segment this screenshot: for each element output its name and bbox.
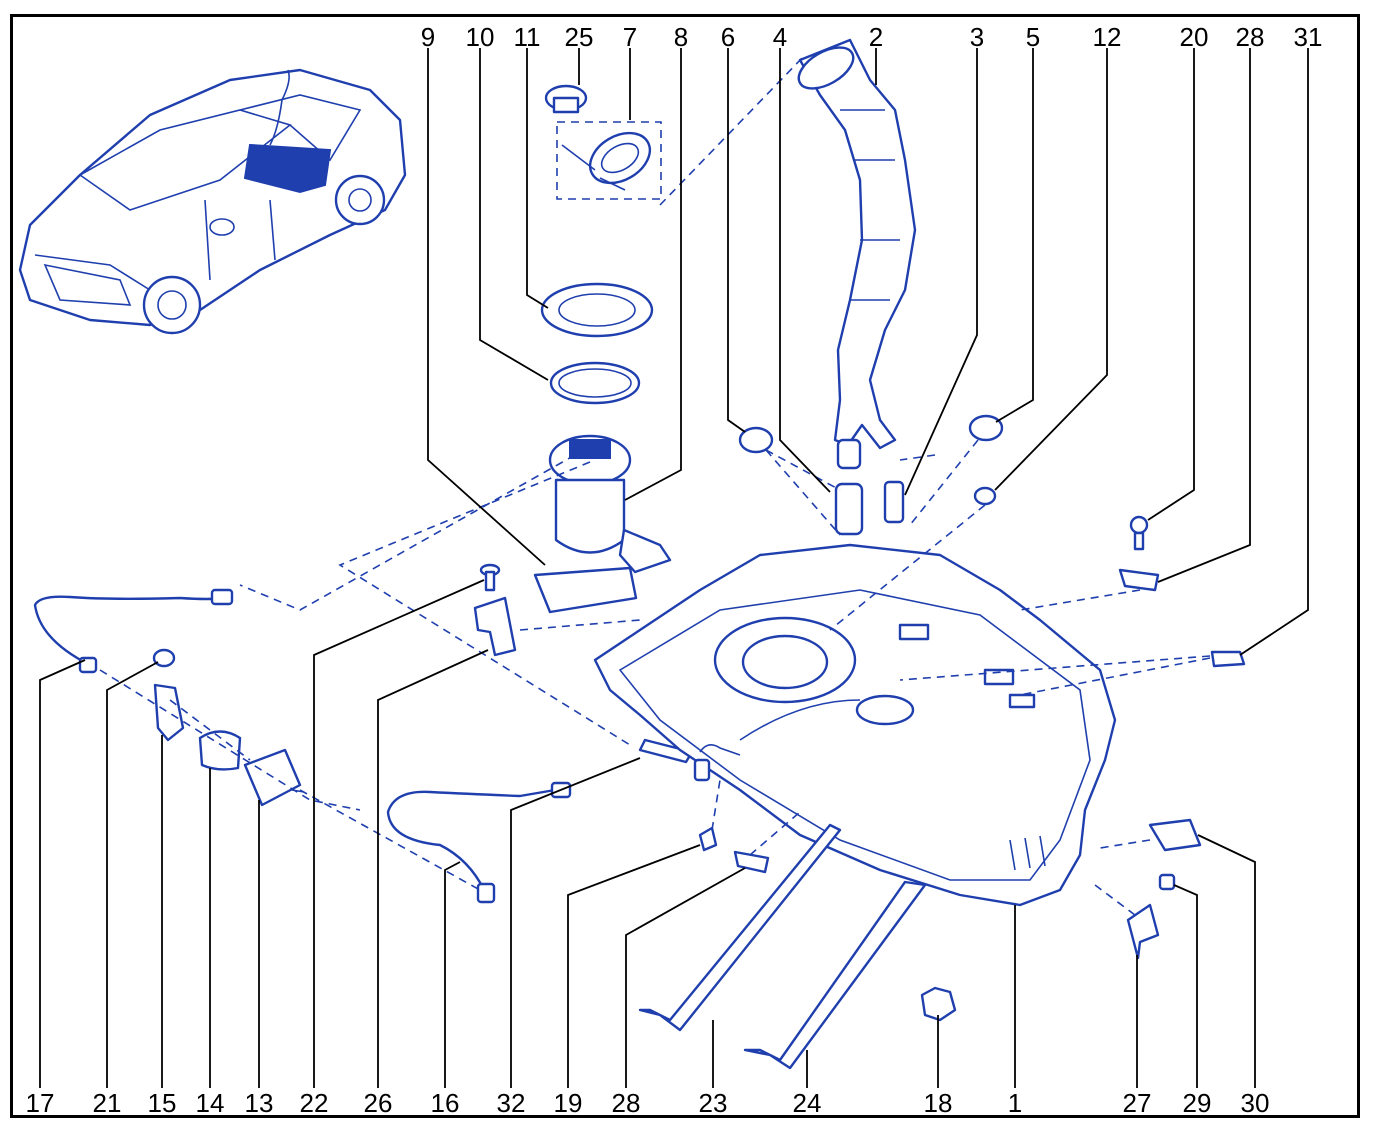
plate-30: [1148, 818, 1202, 852]
strap-24: [743, 880, 927, 1070]
leader-lines-bottom: [39, 579, 1256, 1088]
clip-19: [698, 826, 718, 852]
bracket-26: [473, 596, 517, 657]
gasket-11: [540, 282, 654, 338]
label-29: 29: [1182, 1088, 1212, 1118]
fuel-line-17: [33, 595, 226, 667]
label-16: 16: [430, 1088, 460, 1118]
screw-22: [479, 563, 501, 592]
label-11: 11: [513, 22, 541, 52]
clamp-5: [968, 414, 1004, 442]
leader-lines-top: [427, 48, 1309, 656]
label-21: 21: [92, 1088, 122, 1118]
label-12: 12: [1092, 22, 1122, 52]
clip-14: [198, 730, 242, 771]
hose-4: [834, 482, 864, 536]
seal-ring-10: [549, 361, 641, 405]
pad-31: [1210, 650, 1246, 668]
label-5: 5: [1025, 22, 1041, 52]
label-8: 8: [673, 22, 689, 52]
pump-cover-7: [561, 131, 652, 191]
hose-3: [883, 480, 905, 524]
label-14: 14: [195, 1088, 225, 1118]
clip-28-lower: [733, 850, 770, 874]
fuel-line-16: [386, 788, 556, 893]
label-1: 1: [1007, 1088, 1023, 1118]
label-32: 32: [496, 1088, 526, 1118]
label-30: 30: [1240, 1088, 1270, 1118]
bolt-20: [1129, 515, 1149, 551]
filler-neck-2: [797, 38, 917, 450]
bracket-27: [1126, 903, 1160, 960]
nut-29: [1158, 873, 1176, 891]
assembly-lines: [99, 54, 1211, 916]
grommet-12: [973, 486, 997, 506]
fuel-pump-module-8: [548, 434, 672, 574]
label-7: 7: [622, 22, 638, 52]
holder-15: [153, 683, 185, 742]
neck-outlet: [836, 438, 862, 470]
fuel-tank-1: [593, 543, 1117, 907]
label-3: 3: [969, 22, 985, 52]
filler-cap-25: [544, 84, 588, 114]
fuel-filter-13: [243, 748, 305, 807]
label-15: 15: [147, 1088, 177, 1118]
label-22: 22: [299, 1088, 329, 1118]
label-20: 20: [1179, 22, 1209, 52]
label-24: 24: [792, 1088, 822, 1118]
label-28-bottom: 28: [611, 1088, 641, 1118]
label-28-top: 28: [1235, 22, 1265, 52]
label-10: 10: [465, 22, 495, 52]
label-17: 17: [25, 1088, 55, 1118]
label-26: 26: [363, 1088, 393, 1118]
label-31: 31: [1293, 22, 1323, 52]
label-6: 6: [720, 22, 736, 52]
strap-23: [638, 823, 842, 1032]
clip-28-right: [1118, 568, 1160, 592]
clamp-6: [738, 426, 774, 454]
label-25: 25: [564, 22, 594, 52]
label-9: 9: [420, 22, 436, 52]
clip-18: [920, 986, 957, 1022]
label-19: 19: [553, 1088, 583, 1118]
label-2: 2: [868, 22, 884, 52]
grommet-21: [152, 648, 176, 668]
bracket-9: [533, 566, 638, 614]
label-27: 27: [1122, 1088, 1152, 1118]
car-illustration: [18, 68, 407, 335]
cover-box-7: [556, 121, 662, 200]
label-4: 4: [772, 22, 788, 52]
label-18: 18: [923, 1088, 953, 1118]
label-13: 13: [244, 1088, 274, 1118]
label-23: 23: [698, 1088, 728, 1118]
